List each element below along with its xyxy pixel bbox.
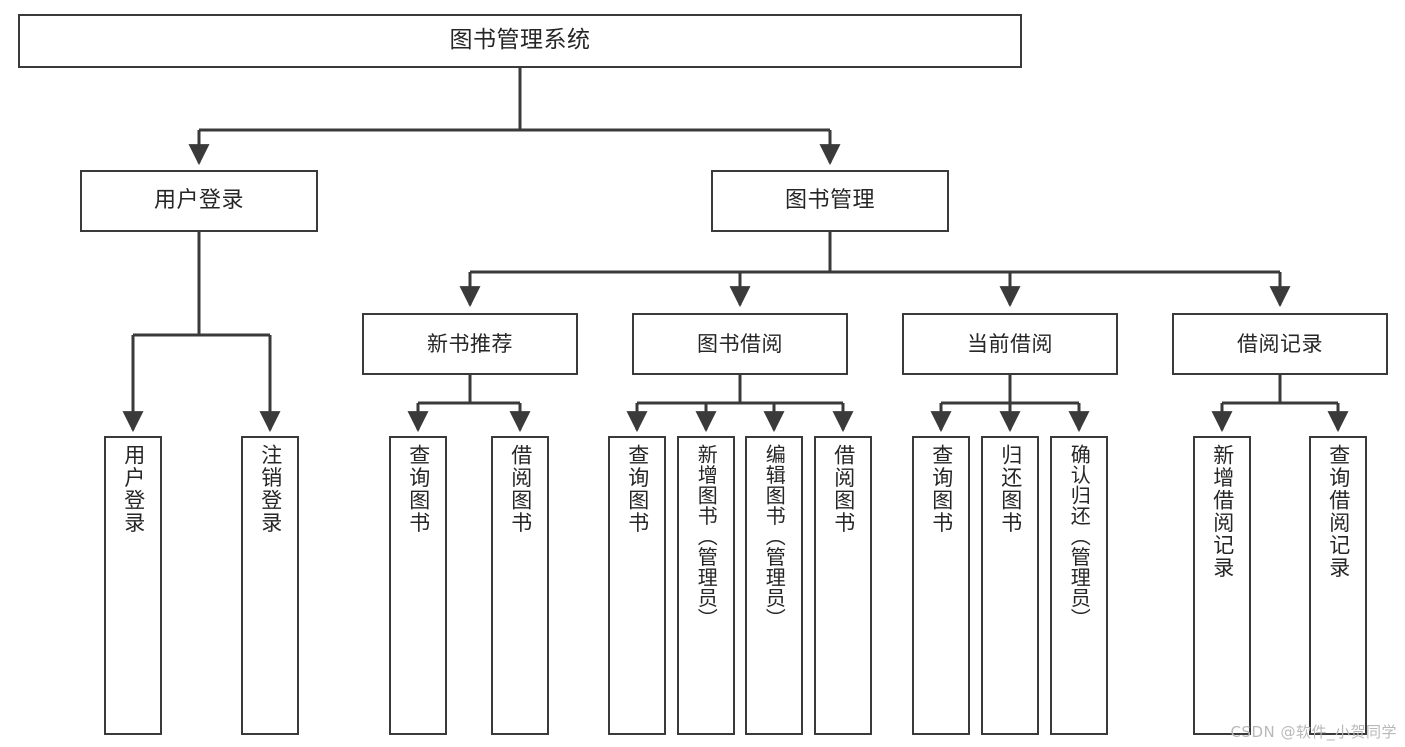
node-user-login-leaf-label: 用户登录 <box>121 444 146 534</box>
node-book-management[interactable]: 图书管理 <box>711 170 949 232</box>
node-borrow-book-label: 借阅图书 <box>831 444 856 534</box>
node-edit-book-admin-label: 编辑图书（管理员） <box>762 444 787 629</box>
node-query-borrow-record[interactable]: 查询借阅记录 <box>1309 436 1367 735</box>
node-logout-leaf[interactable]: 注销登录 <box>241 436 299 735</box>
node-query-book-borrow-label: 查询图书 <box>625 444 650 534</box>
node-return-book[interactable]: 归还图书 <box>981 436 1039 735</box>
node-return-book-label: 归还图书 <box>998 444 1023 534</box>
node-book-borrow-label: 图书借阅 <box>697 331 783 356</box>
node-user-login-label: 用户登录 <box>153 188 244 214</box>
node-user-login-leaf[interactable]: 用户登录 <box>104 436 162 735</box>
node-query-book-current-label: 查询图书 <box>929 444 954 534</box>
node-query-book-borrow[interactable]: 查询图书 <box>608 436 666 735</box>
node-user-login[interactable]: 用户登录 <box>80 170 318 232</box>
csdn-watermark: CSDN @软件_小贺同学 <box>1230 723 1397 741</box>
node-query-borrow-record-label: 查询借阅记录 <box>1326 444 1351 579</box>
node-edit-book-admin[interactable]: 编辑图书（管理员） <box>745 436 803 735</box>
node-current-borrow[interactable]: 当前借阅 <box>902 313 1118 375</box>
node-book-borrow[interactable]: 图书借阅 <box>632 313 848 375</box>
node-query-book-recommend-label: 查询图书 <box>406 444 431 534</box>
node-borrow-book-recommend-label: 借阅图书 <box>508 444 533 534</box>
node-add-book-admin[interactable]: 新增图书（管理员） <box>677 436 735 735</box>
node-current-borrow-label: 当前借阅 <box>967 331 1053 356</box>
node-confirm-return-admin[interactable]: 确认归还（管理员） <box>1050 436 1108 735</box>
node-query-book-current[interactable]: 查询图书 <box>912 436 970 735</box>
node-root[interactable]: 图书管理系统 <box>18 14 1022 68</box>
node-root-label: 图书管理系统 <box>449 27 591 54</box>
node-query-book-recommend[interactable]: 查询图书 <box>389 436 447 735</box>
node-new-book-recommend-label: 新书推荐 <box>427 331 513 356</box>
node-confirm-return-admin-label: 确认归还（管理员） <box>1067 444 1092 629</box>
node-borrow-record[interactable]: 借阅记录 <box>1172 313 1388 375</box>
node-borrow-record-label: 借阅记录 <box>1237 331 1323 356</box>
node-borrow-book-recommend[interactable]: 借阅图书 <box>491 436 549 735</box>
node-logout-leaf-label: 注销登录 <box>258 444 283 534</box>
node-new-book-recommend[interactable]: 新书推荐 <box>362 313 578 375</box>
node-borrow-book[interactable]: 借阅图书 <box>814 436 872 735</box>
node-add-borrow-record-label: 新增借阅记录 <box>1210 444 1235 579</box>
node-add-borrow-record[interactable]: 新增借阅记录 <box>1193 436 1251 735</box>
node-book-management-label: 图书管理 <box>784 188 875 214</box>
node-add-book-admin-label: 新增图书（管理员） <box>694 444 719 629</box>
